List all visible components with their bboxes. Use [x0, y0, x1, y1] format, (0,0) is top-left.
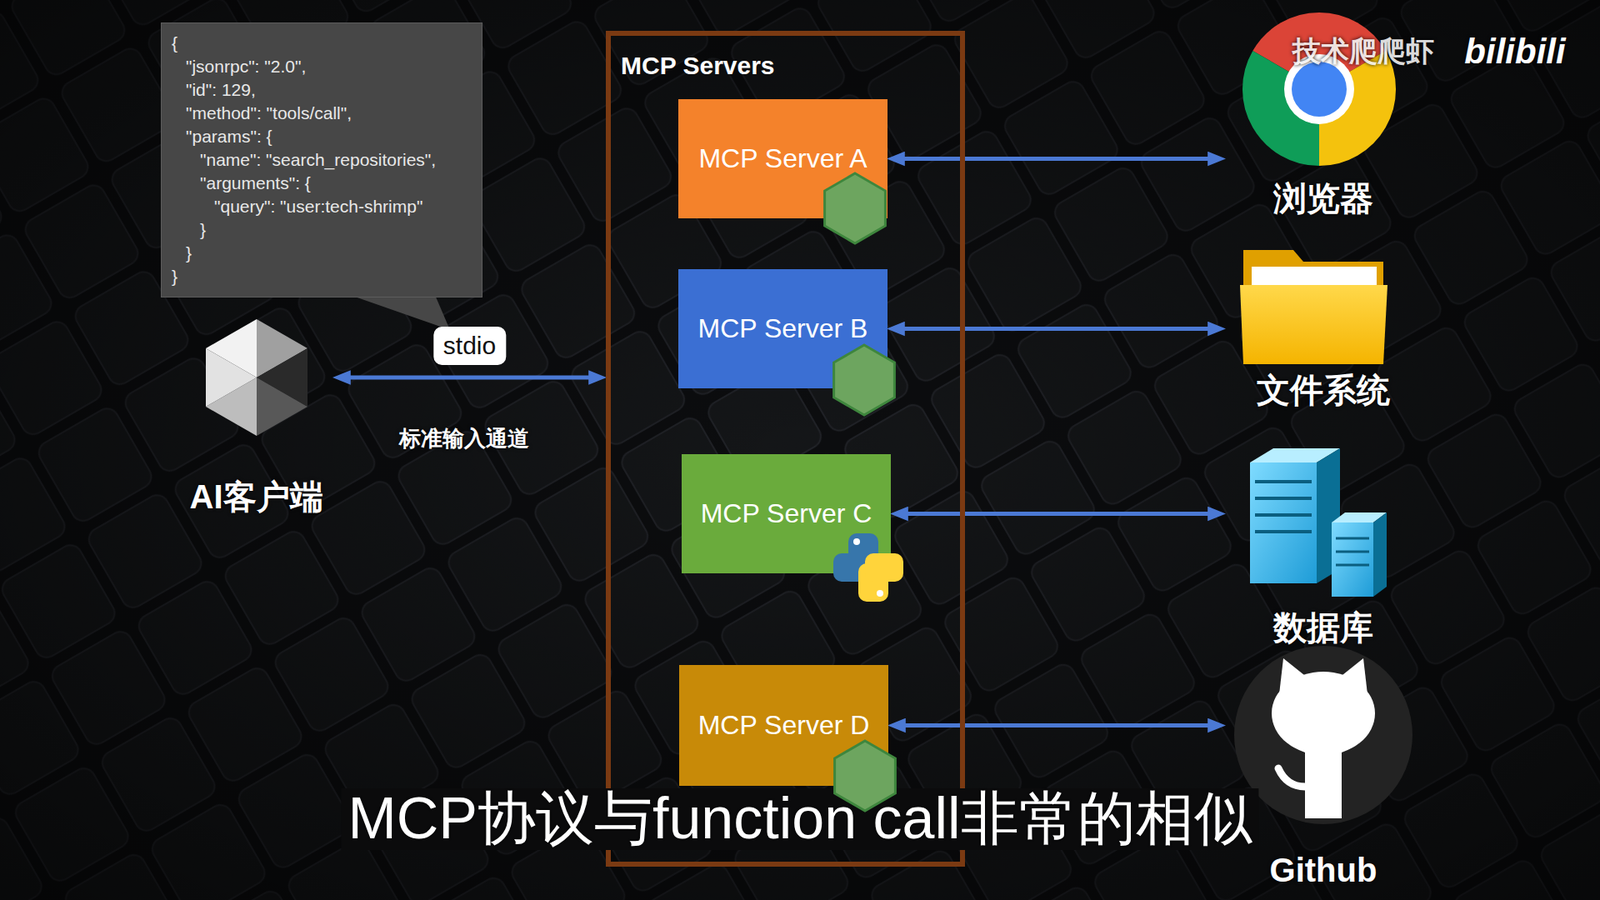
target-label: 数据库 — [1273, 609, 1374, 646]
channel-label: 标准输入通道 — [399, 426, 530, 452]
code-line: "arguments": { — [171, 171, 470, 195]
target-node: Github — [1225, 641, 1422, 889]
server-group: MCP ServersMCP Server A MCP Server B MCP S… — [605, 30, 965, 867]
database-icon — [1250, 448, 1387, 597]
watermark: 技术爬爬虾 — [1292, 35, 1435, 68]
target-label: 浏览器 — [1273, 180, 1374, 217]
nodejs-logo — [825, 173, 886, 244]
code-line: } — [171, 265, 470, 289]
watermark-logo: bilibili — [1464, 31, 1565, 72]
callout-tail — [350, 295, 450, 330]
target-node: 数据库 — [1225, 437, 1422, 646]
connector-arrow — [900, 511, 1215, 516]
server-label: MCP Server B — [698, 312, 869, 345]
folder-icon — [1240, 250, 1388, 365]
nodejs-logo — [834, 345, 895, 415]
edge-label: stdio — [433, 326, 506, 365]
group-title: MCP Servers — [620, 50, 952, 81]
connector-arrow — [898, 723, 1215, 728]
ai-client-icon — [205, 319, 308, 436]
nodejs-logo — [835, 740, 896, 811]
target-label: 文件系统 — [1256, 371, 1390, 409]
server-label: MCP Server D — [698, 709, 870, 741]
client-node: AI客户端 — [179, 310, 334, 517]
code-line: } — [171, 241, 470, 265]
edge-label-box: stdio — [433, 326, 506, 365]
code-line: "params": { — [171, 125, 470, 149]
target-label: Github — [1270, 851, 1378, 889]
connector-arrow — [343, 375, 596, 380]
watermark-holder: 技术爬爬虾 — [1292, 35, 1435, 68]
server-label: MCP Server C — [700, 497, 873, 530]
channel-label-holder: 标准输入通道 — [399, 426, 530, 452]
connector-arrow — [897, 326, 1215, 331]
caption-holder: MCP协议与function call非常的相似 — [340, 788, 1259, 850]
github-icon — [1234, 645, 1413, 825]
code-line: "query": "user:tech-shrimp" — [171, 195, 470, 219]
code-line: { — [171, 31, 470, 55]
subtitle-caption: MCP协议与function call非常的相似 — [340, 788, 1259, 850]
watermark-logo-holder: bilibili — [1464, 31, 1565, 72]
code-line: "id": 129, — [171, 78, 470, 102]
connector-arrow — [897, 156, 1215, 161]
code-line: } — [171, 218, 470, 242]
target-node: 文件系统 — [1225, 237, 1422, 409]
code-callout: {"jsonrpc": "2.0","id": 129,"method": "t… — [160, 22, 483, 298]
server-label: MCP Server A — [698, 142, 867, 175]
client-label: AI客户端 — [190, 476, 324, 517]
code-line: "name": "search_repositories", — [171, 148, 470, 172]
code-line: "method": "tools/call", — [171, 101, 470, 125]
code-line: "jsonrpc": "2.0", — [171, 55, 470, 79]
python-logo — [833, 533, 904, 602]
